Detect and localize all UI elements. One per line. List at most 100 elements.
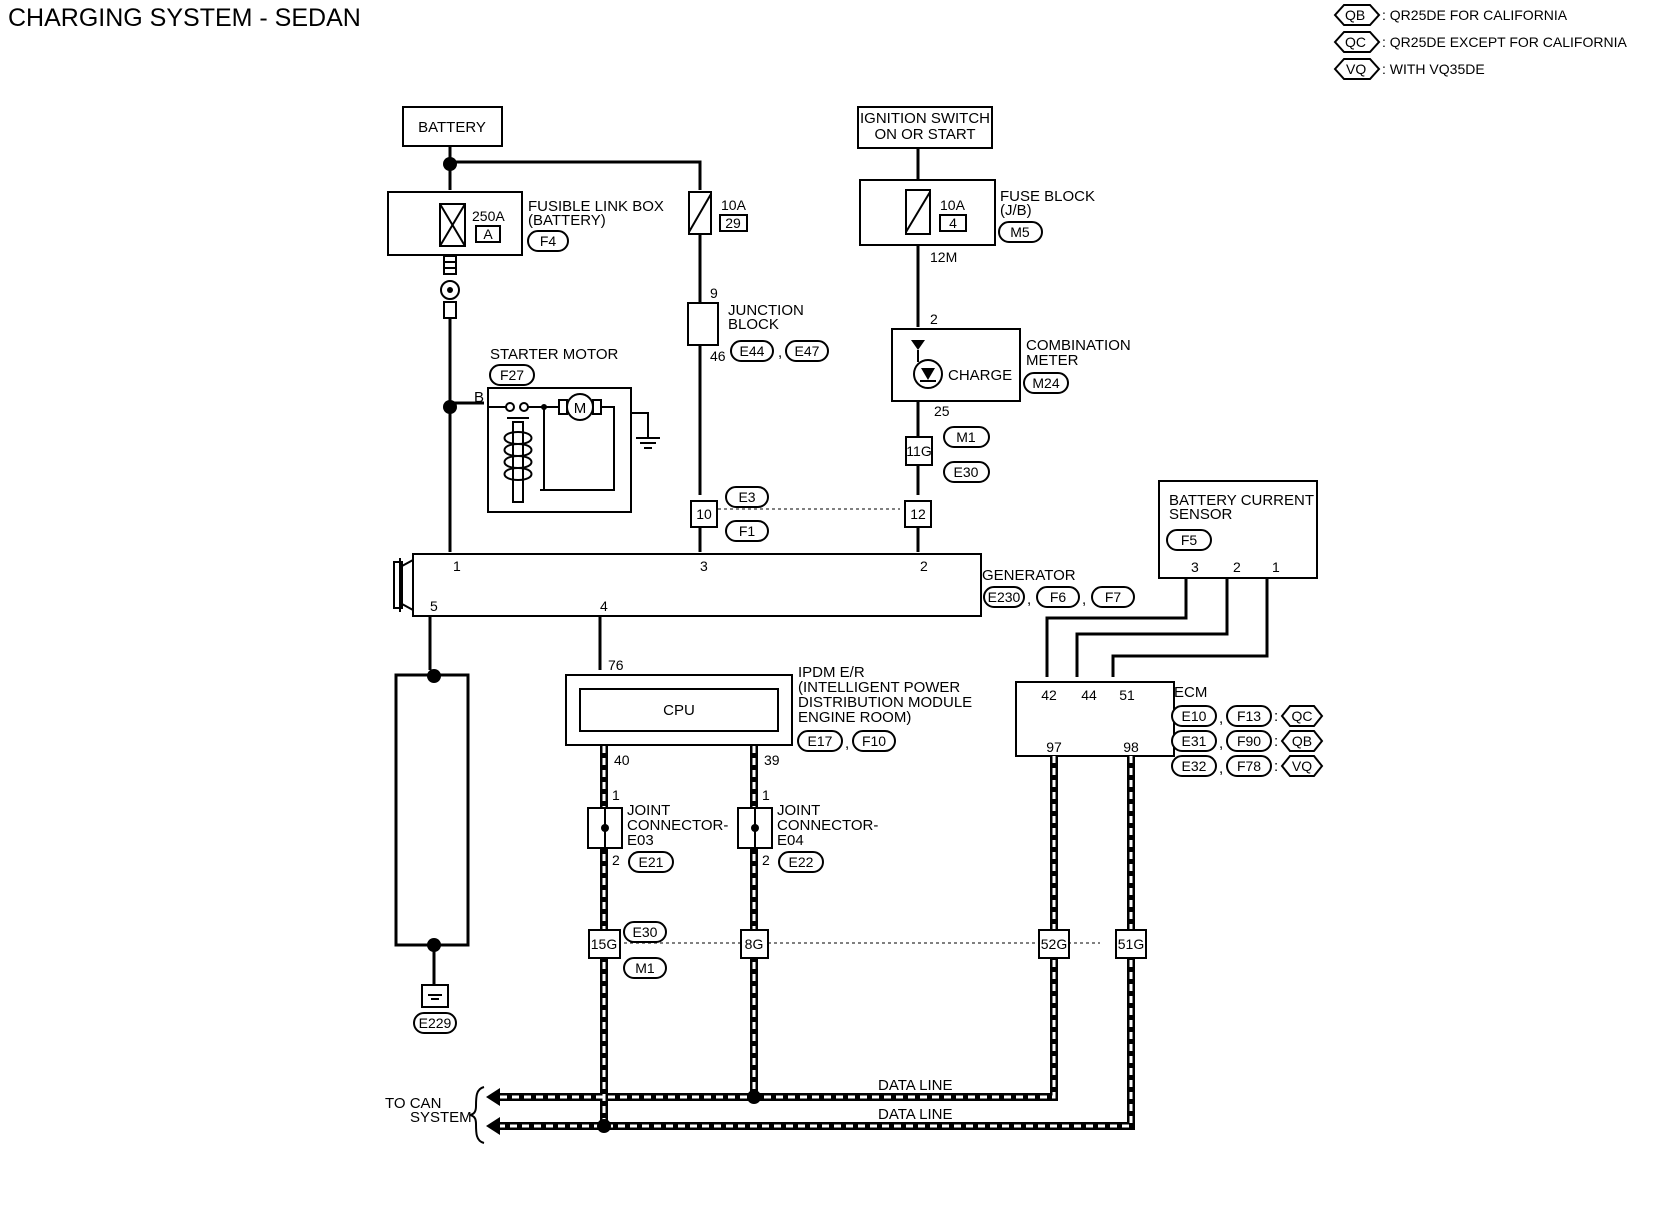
generator-conn-e230: E230	[988, 589, 1021, 605]
legend-item-qc: QC : QR25DE EXCEPT FOR CALIFORNIA	[1333, 31, 1627, 53]
fuse-block-number: 4	[949, 215, 957, 231]
junction-label-1: JUNCTION	[728, 302, 804, 319]
ecm-pin-98: 98	[1123, 739, 1139, 755]
row-connectors: 15G 8G 52G 51G E30 M1	[588, 921, 1147, 979]
fuse-block-connector: M5	[1010, 224, 1030, 240]
joint-e04-pin-1: 1	[762, 787, 770, 803]
legend-item-vq: VQ : WITH VQ35DE	[1333, 58, 1485, 80]
junction-pin-bottom: 46	[710, 348, 726, 364]
connector-f1: F1	[739, 523, 756, 539]
battery-terminal-icon	[440, 255, 460, 319]
can-label-2: SYSTEM	[410, 1109, 472, 1126]
joint-e04-label-3: E04	[777, 832, 804, 849]
ecm-pin-97: 97	[1046, 739, 1062, 755]
ipdm-conn-f10: F10	[862, 733, 886, 749]
ecm-variant-qc: QC	[1292, 708, 1313, 724]
combination-meter: 2 CHARGE COMBINATION METER M24 25	[891, 311, 1131, 419]
ipdm-er: 76 CPU IPDM E/R (INTELLIGENT POWER DISTR…	[565, 657, 972, 768]
sensor-label-2: SENSOR	[1169, 506, 1233, 523]
ecm-conn-e32: E32	[1182, 758, 1207, 774]
ipdm-label-2: (INTELLIGENT POWER	[798, 679, 960, 696]
ecm-pin-44: 44	[1081, 687, 1097, 703]
generator-pin-1: 1	[453, 558, 461, 574]
ecm-conn-e31: E31	[1182, 733, 1207, 749]
row-conn-m1: M1	[635, 960, 655, 976]
sensor-pin-3: 3	[1191, 559, 1199, 575]
joint-e04-label-2: CONNECTOR-	[777, 817, 878, 834]
junction-dot	[443, 157, 457, 171]
fuse-block: 10A 4 FUSE BLOCK (J/B) M5 12M	[859, 179, 1095, 265]
joint-e03-pin-2: 2	[612, 852, 620, 868]
battery-label: BATTERY	[418, 119, 486, 136]
fuse-block-label-2: (J/B)	[1000, 202, 1032, 219]
wires	[428, 140, 1269, 944]
generator-conn-f7: F7	[1105, 589, 1122, 605]
motor-icon: M	[574, 400, 587, 417]
joint-e04-pin-2: 2	[762, 852, 770, 868]
meter-pin-bottom: 25	[934, 403, 950, 419]
joint-e03-pin-1: 1	[612, 787, 620, 803]
connector-pin-12: 12	[910, 506, 926, 522]
joint-e03-label-3: E03	[627, 832, 654, 849]
connector-52g: 52G	[1041, 936, 1067, 952]
meter-label-2: METER	[1026, 352, 1079, 369]
junction-label-2: BLOCK	[728, 316, 779, 333]
fuse-block-label-1: FUSE BLOCK	[1000, 188, 1095, 205]
joint-e04-label-1: JOINT	[777, 802, 820, 819]
starter-motor: STARTER MOTOR F27 B M	[443, 346, 660, 513]
legend-text-qc: : QR25DE EXCEPT FOR CALIFORNIA	[1382, 34, 1627, 50]
ignition-label-2: ON OR START	[874, 126, 975, 143]
svg-text::: :	[1274, 708, 1278, 725]
junction-block: 9 46 JUNCTION BLOCK E44 , E47	[687, 285, 829, 364]
ipdm-pin-76: 76	[608, 657, 624, 673]
ipdm-cpu: CPU	[663, 702, 695, 719]
legend-text-qb: : QR25DE FOR CALIFORNIA	[1382, 7, 1568, 23]
generator-pin-4: 4	[600, 598, 608, 614]
ecm-pin-42: 42	[1041, 687, 1057, 703]
fusible-link-label-2: (BATTERY)	[528, 212, 606, 229]
generator-pin-3: 3	[700, 558, 708, 574]
fuse-29-number: 29	[725, 215, 741, 231]
sensor-pin-1: 1	[1272, 559, 1280, 575]
ecm-pin-51: 51	[1119, 687, 1135, 703]
ecm-conn-f90: F90	[1237, 733, 1261, 749]
ground-connector: E229	[419, 1015, 452, 1031]
starter-terminal-b: B	[474, 389, 484, 406]
svg-text:,: ,	[778, 344, 782, 361]
svg-text:,: ,	[1027, 591, 1031, 608]
svg-text:,: ,	[1219, 760, 1223, 777]
fusible-link-box: 250A A FUSIBLE LINK BOX (BATTERY) F4	[387, 191, 664, 256]
legend-text-vq: : WITH VQ35DE	[1382, 61, 1485, 77]
ipdm-label-3: DISTRIBUTION MODULE	[798, 694, 972, 711]
fusible-link-connector: F4	[540, 233, 557, 249]
generator-conn-f6: F6	[1050, 589, 1067, 605]
svg-text:,: ,	[845, 735, 849, 752]
starter-label: STARTER MOTOR	[490, 346, 619, 363]
svg-text:,: ,	[1082, 591, 1086, 608]
sensor-pin-2: 2	[1233, 559, 1241, 575]
joint-e03-label-2: CONNECTOR-	[627, 817, 728, 834]
ground-circuit: E229	[394, 669, 470, 1034]
diagram-title: CHARGING SYSTEM - SEDAN	[8, 4, 361, 32]
ecm-conn-f13: F13	[1237, 708, 1261, 724]
battery-current-sensor: BATTERY CURRENT SENSOR F5 3 2 1	[1158, 480, 1318, 579]
junction-conn-e47: E47	[795, 343, 820, 359]
ecm-conn-f78: F78	[1237, 758, 1261, 774]
joint-e04-connector: E22	[789, 854, 814, 870]
data-line-2: DATA LINE	[878, 1106, 952, 1123]
generator-label: GENERATOR	[982, 567, 1076, 584]
joint-connector-e03: 1 2 JOINT CONNECTOR- E03 E21	[587, 787, 728, 873]
connector-8g: 8G	[745, 936, 764, 952]
svg-text:,: ,	[1219, 735, 1223, 752]
connector-e3: E3	[738, 489, 755, 505]
ecm-label: ECM	[1174, 684, 1207, 701]
fuse-29-rating: 10A	[721, 197, 747, 213]
ipdm-pin-39: 39	[764, 752, 780, 768]
connector-11g-e30: E30	[954, 464, 979, 480]
legend-code-qb: QB	[1345, 7, 1365, 23]
joint-e03-label-1: JOINT	[627, 802, 670, 819]
ignition-label-1: IGNITION SWITCH	[860, 110, 990, 127]
fusible-link-rating: 250A	[472, 208, 505, 224]
sensor-label-1: BATTERY CURRENT	[1169, 492, 1314, 509]
legend-item-qb: QB : QR25DE FOR CALIFORNIA	[1333, 4, 1568, 26]
